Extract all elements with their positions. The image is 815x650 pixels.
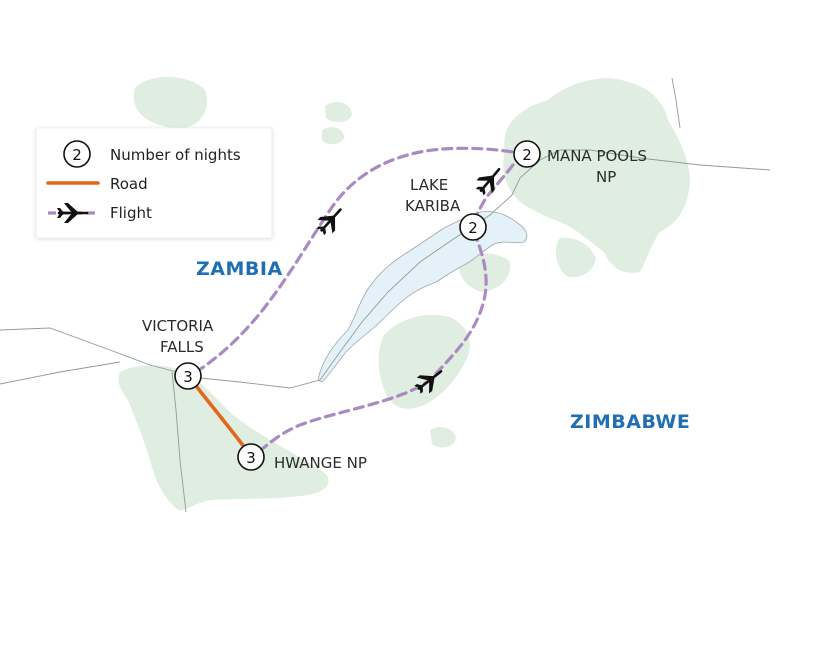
label-victoria-falls-line1: VICTORIA: [142, 317, 214, 335]
marker-mana-pools[interactable]: 2: [513, 140, 541, 168]
area-top-left: [133, 76, 207, 129]
legend-road: Road: [46, 175, 148, 193]
label-mana-pools-line2: NP: [596, 168, 616, 186]
area-small-top: [325, 101, 352, 123]
marker-victoria-falls[interactable]: 3: [174, 362, 202, 390]
area-east: [555, 237, 596, 278]
marker-lake-kariba[interactable]: 2: [459, 213, 487, 241]
nights-count: 3: [246, 449, 256, 467]
area-south-small: [430, 427, 456, 448]
nights-count: 3: [183, 368, 193, 386]
protected-areas: [118, 76, 690, 511]
border-north: [671, 77, 681, 129]
border-botswana: [171, 371, 187, 513]
nights-count: 2: [522, 146, 532, 164]
label-victoria-falls-line2: FALLS: [160, 338, 204, 356]
legend-flight-label: Flight: [110, 204, 152, 222]
area-hwange: [118, 365, 329, 511]
marker-hwange[interactable]: 3: [237, 443, 265, 471]
label-lake-kariba-line2: KARIBA: [405, 197, 461, 215]
lake-kariba: [317, 211, 528, 383]
label-lake-kariba-line1: LAKE: [410, 176, 448, 194]
legend-flight: Flight: [48, 201, 152, 225]
label-mana-pools-line1: MANA POOLS: [547, 147, 647, 165]
legend-nights-label: Number of nights: [110, 146, 241, 164]
legend-nights-sample: 2: [72, 146, 82, 164]
flight-victoria-falls-mana-pools: [194, 146, 522, 374]
nights-count: 2: [468, 219, 478, 237]
country-label-zimbabwe: ZIMBABWE: [570, 411, 690, 433]
area-mana-pools: [503, 78, 690, 273]
legend-nights: 2 Number of nights: [63, 140, 241, 168]
legend-road-label: Road: [110, 175, 148, 193]
area-kariba-south: [459, 253, 511, 292]
area-matusadona: [378, 314, 470, 409]
legend: 2 Number of nights Road Flight: [35, 127, 273, 239]
border-west: [0, 361, 121, 385]
country-label-zambia: ZAMBIA: [196, 258, 283, 280]
label-hwange: HWANGE NP: [274, 454, 367, 472]
area-small-mid: [322, 127, 344, 145]
